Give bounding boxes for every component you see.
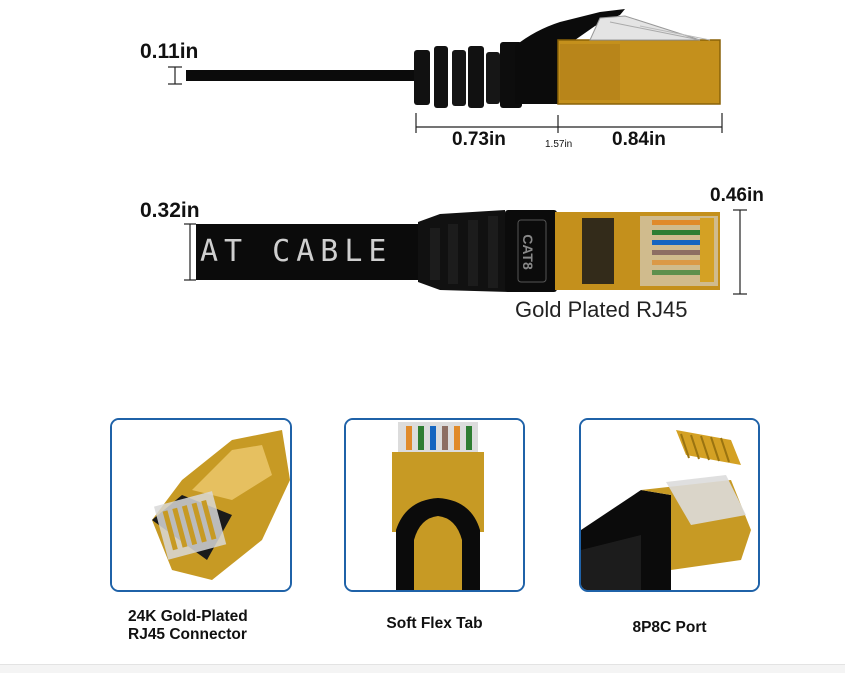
connector-label: Gold Plated RJ45 bbox=[515, 297, 688, 322]
flex-tab-photo bbox=[346, 420, 523, 590]
plug-length-label: 0.84in bbox=[612, 129, 666, 150]
feature-caption-flex-tab: Soft Flex Tab bbox=[386, 615, 483, 632]
feature-panel-gold-connector bbox=[110, 418, 292, 592]
side-profile-diagram bbox=[0, 180, 845, 330]
plug-width-label: 0.46in bbox=[710, 185, 764, 206]
feature-panel-8p8c bbox=[579, 418, 760, 592]
top-profile-diagram bbox=[0, 0, 845, 175]
feature-caption-8p8c: 8P8C Port bbox=[632, 619, 707, 636]
feature-caption-line2: RJ45 Connector bbox=[128, 626, 247, 643]
bottom-scroll-edge bbox=[0, 664, 845, 673]
feature-caption-gold-connector: 24K Gold-Plated RJ45 Connector bbox=[128, 608, 248, 644]
cable-width-label: 0.32in bbox=[140, 199, 200, 222]
boot-length-label: 0.73in bbox=[452, 129, 506, 150]
gold-connector-photo bbox=[112, 420, 290, 590]
top-profile-drawing bbox=[168, 9, 723, 133]
plug-print-text: CAT8 bbox=[519, 234, 536, 270]
8p8c-photo bbox=[581, 420, 758, 590]
side-profile-drawing bbox=[184, 209, 747, 295]
feature-caption-line1: 24K Gold-Plated bbox=[128, 608, 248, 625]
total-length-label: 1.57in bbox=[545, 139, 573, 150]
feature-panel-flex-tab bbox=[344, 418, 525, 592]
cable-thickness-label: 0.11in bbox=[140, 40, 199, 63]
cable-print-text: AT CABLE bbox=[200, 234, 393, 269]
